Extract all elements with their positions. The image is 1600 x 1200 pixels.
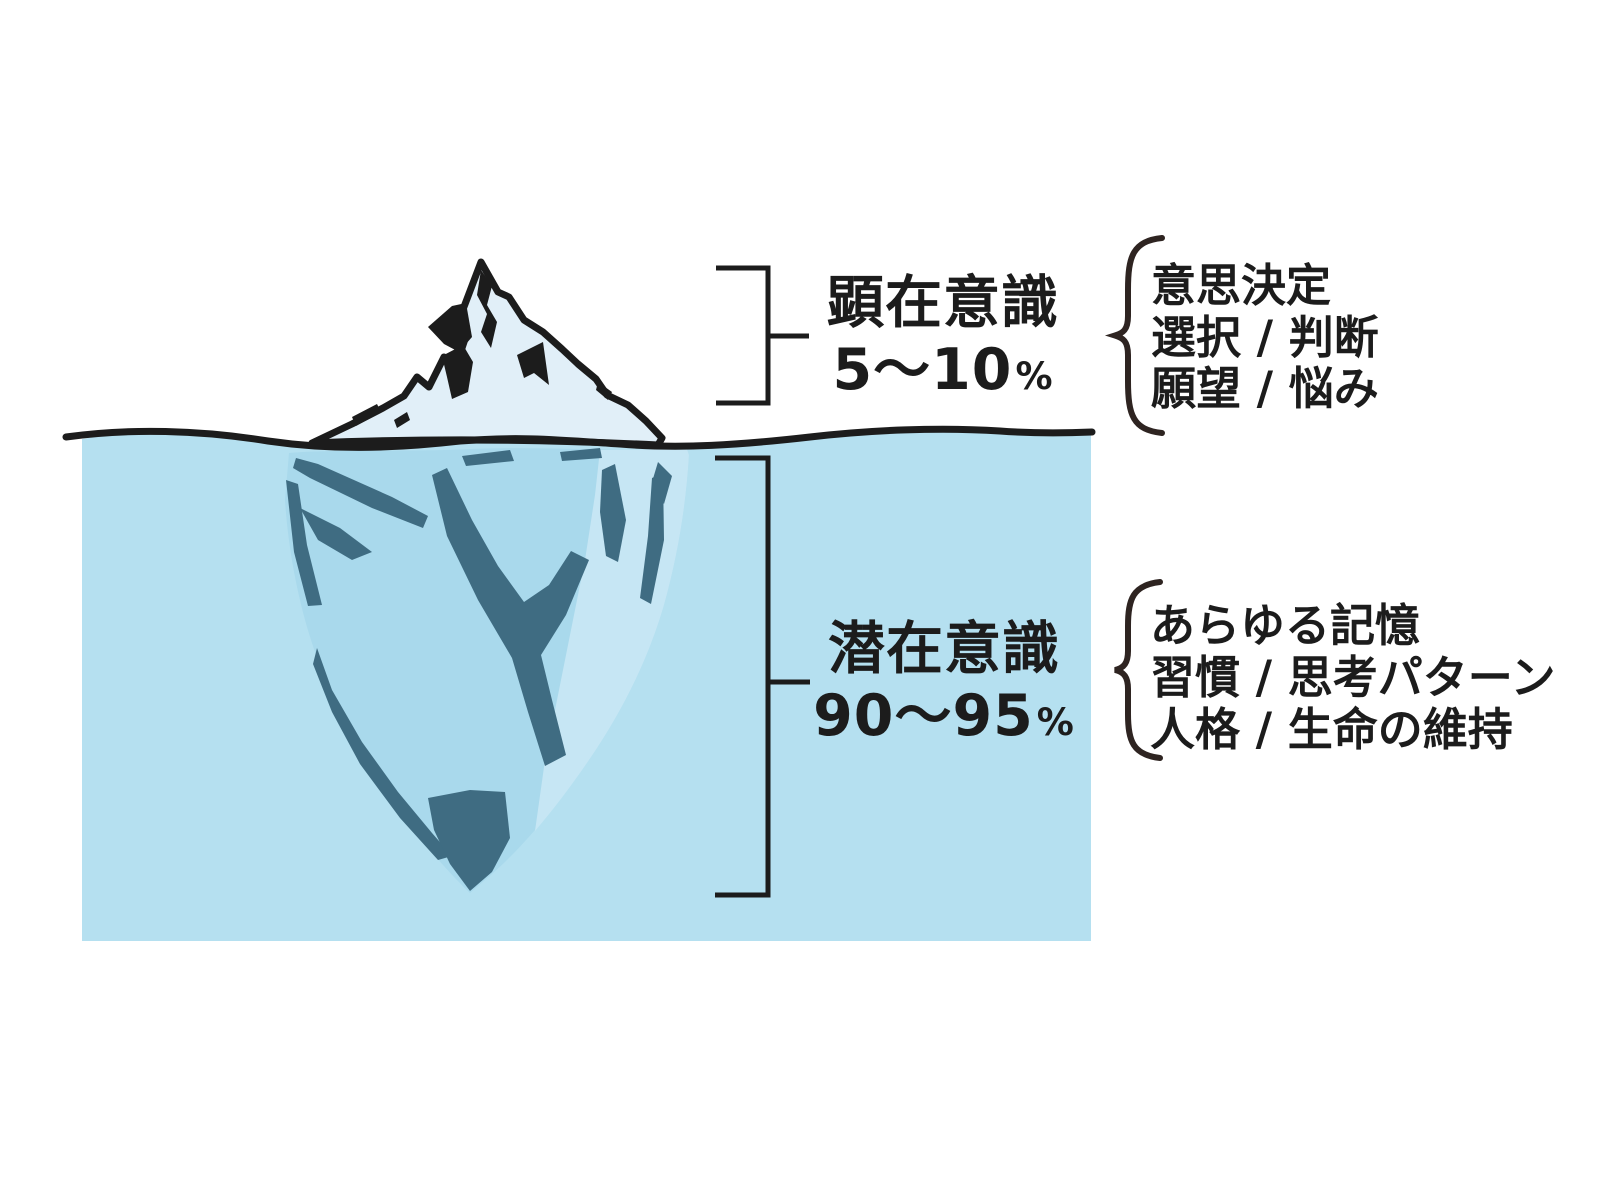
list-item: あらゆる記憶 <box>1150 599 1421 652</box>
conscious-label: 顕在意識 5〜10% <box>827 272 1059 406</box>
list-item: 習慣 / 思考パターン <box>1150 651 1556 704</box>
subconscious-label: 潜在意識 90〜95% <box>813 618 1075 752</box>
bracket-subconscious <box>715 455 810 898</box>
subconscious-title: 潜在意識 <box>827 616 1060 682</box>
conscious-title: 顕在意識 <box>827 270 1059 336</box>
waterline <box>62 425 1096 451</box>
list-item: 人格 / 生命の維持 <box>1150 703 1513 756</box>
iceberg-tip-cracks <box>352 270 612 428</box>
list-item: 選択 / 判断 <box>1151 310 1379 364</box>
iceberg-underwater-cracks <box>286 448 672 891</box>
subconscious-items: あらゆる記憶 習慣 / 思考パターン 人格 / 生命の維持 <box>1150 600 1556 756</box>
percent-sign: % <box>1015 355 1054 398</box>
percent-sign: % <box>1036 701 1075 744</box>
bracket-conscious <box>716 265 809 406</box>
brace-subconscious <box>1114 579 1163 761</box>
brace-conscious <box>1104 235 1165 436</box>
conscious-items: 意思決定 選択 / 判断 願望 / 悩み <box>1151 260 1379 415</box>
list-item: 意思決定 <box>1151 259 1332 312</box>
subconscious-percentage: 90〜95% <box>813 683 1075 749</box>
conscious-percentage: 5〜10% <box>832 337 1054 403</box>
list-item: 願望 / 悩み <box>1151 362 1379 415</box>
